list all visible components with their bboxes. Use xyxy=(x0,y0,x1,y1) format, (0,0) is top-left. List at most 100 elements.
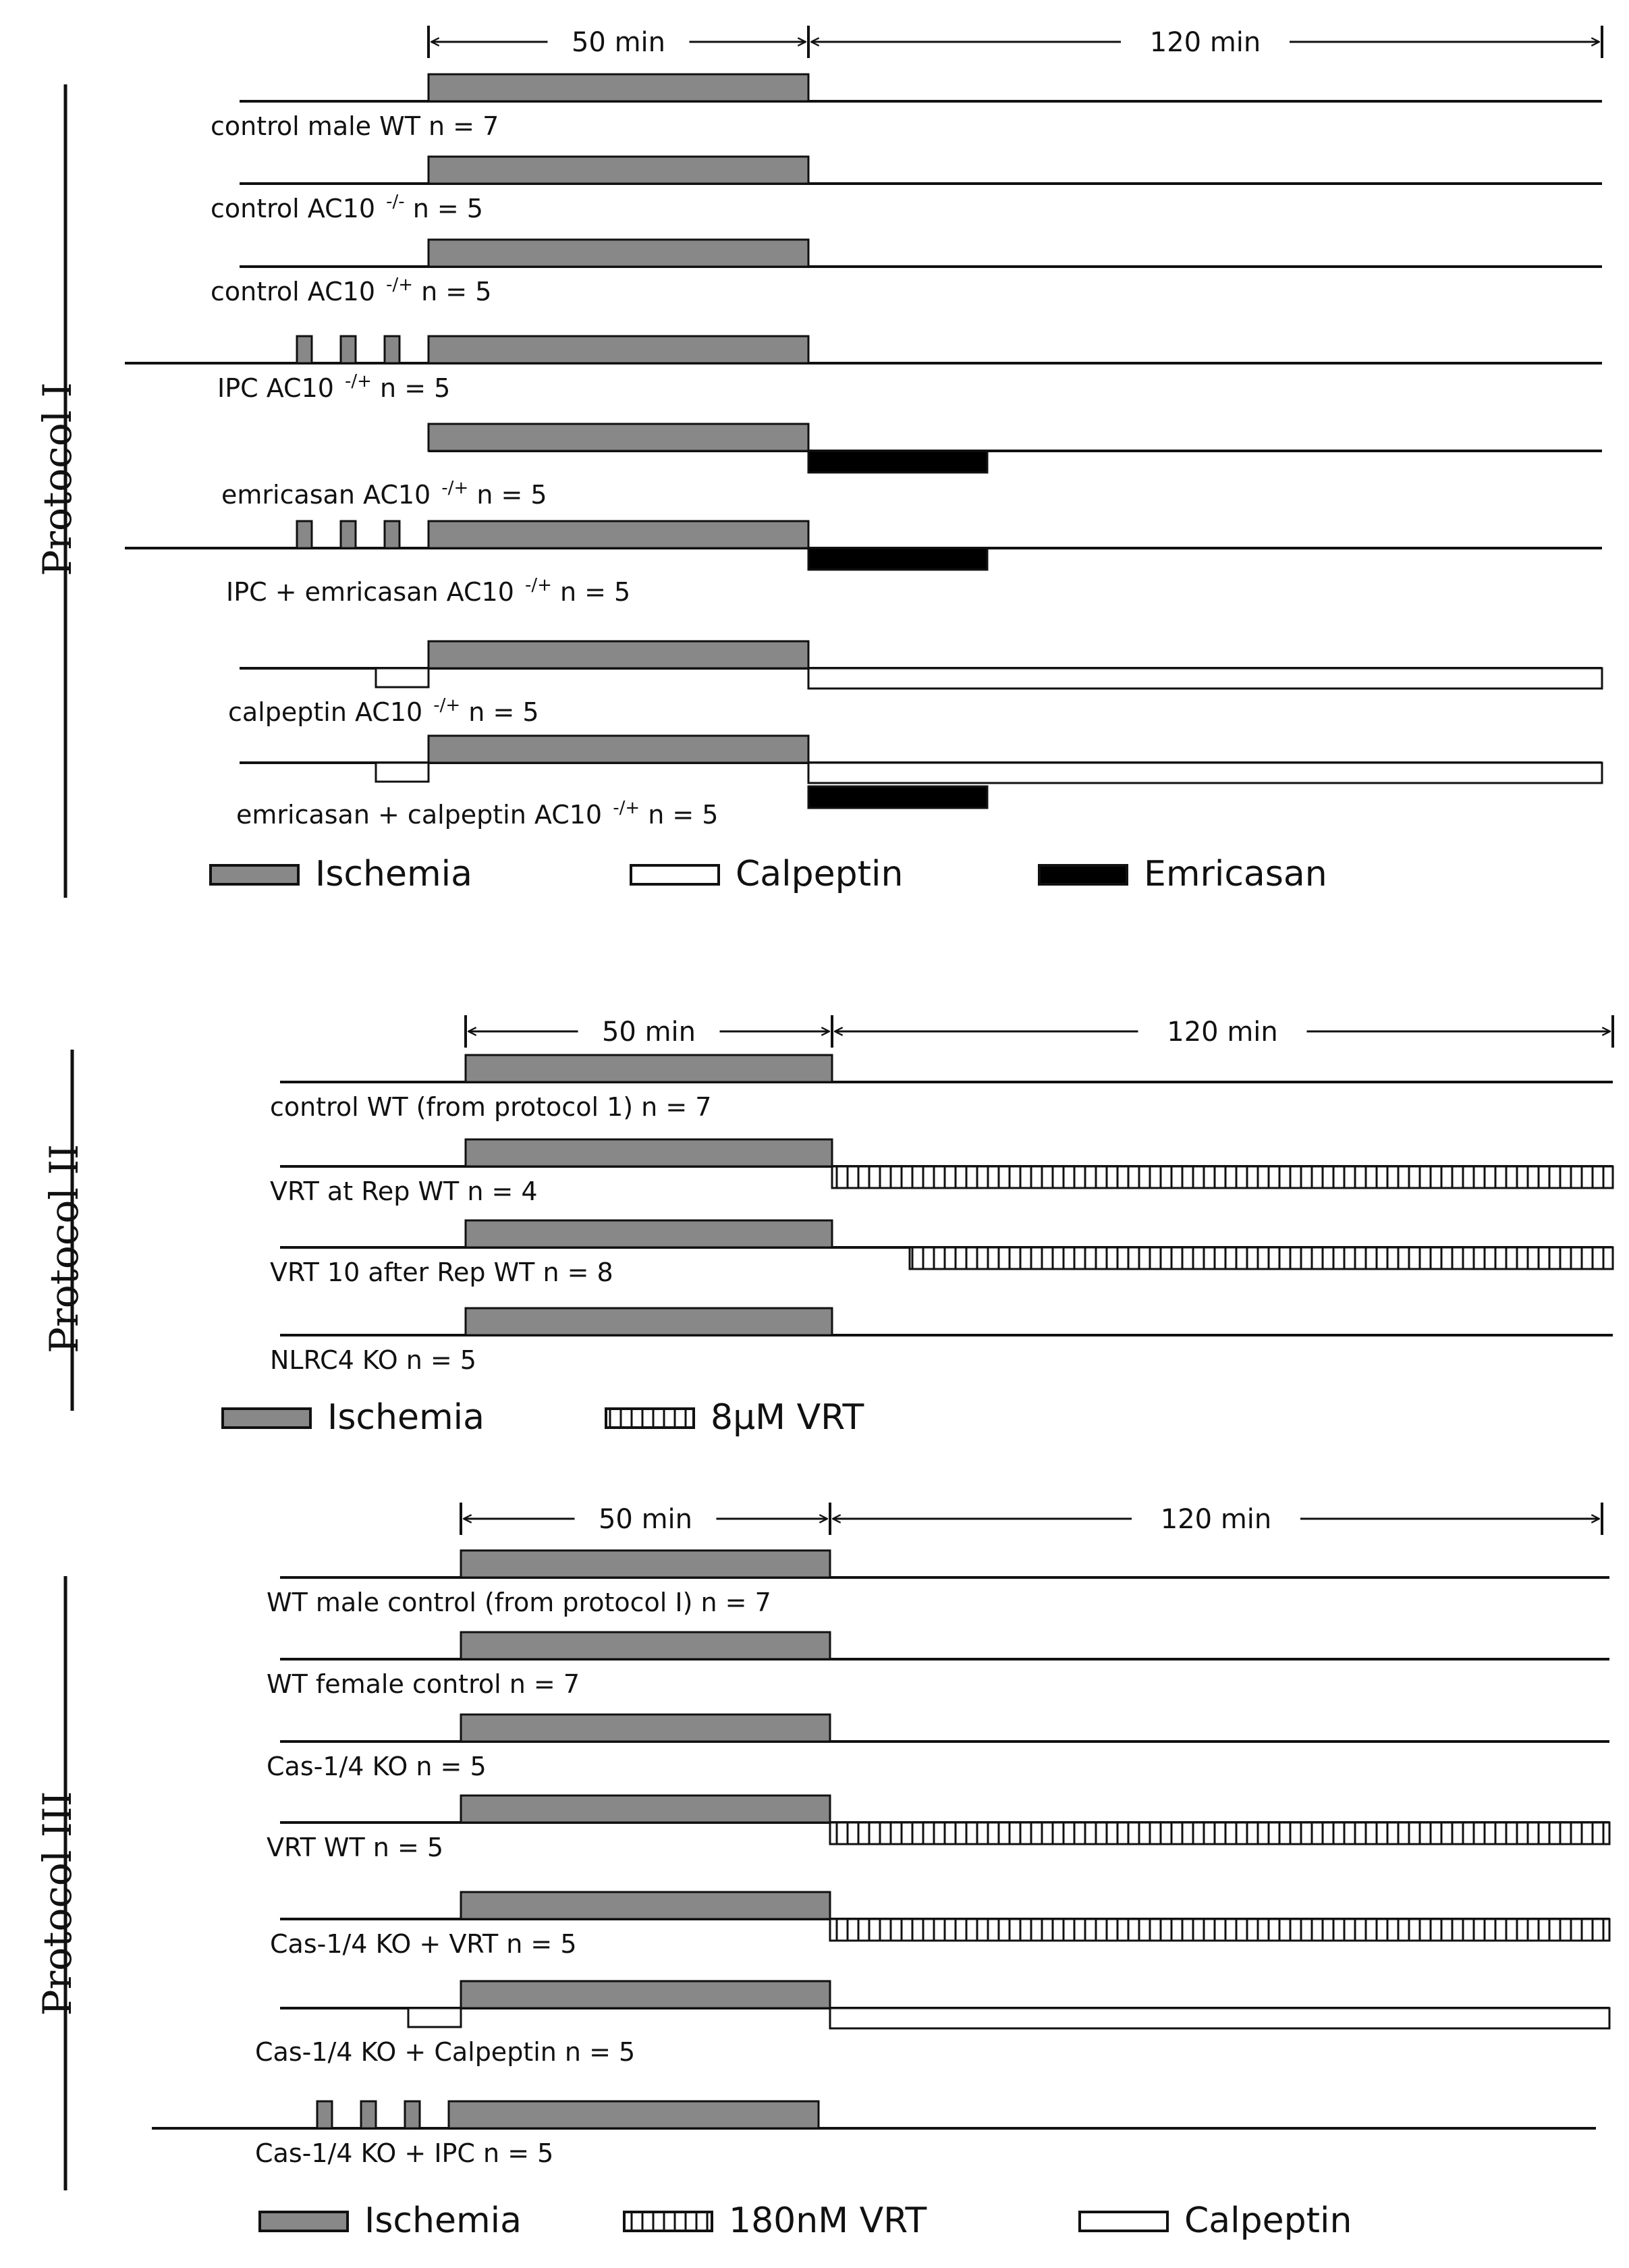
legend-label-calpeptin: Calpeptin xyxy=(1184,2200,1352,2241)
row-label: control AC10 -/- n = 5 xyxy=(211,192,483,223)
vrt-bar xyxy=(908,1246,1614,1270)
legend-swatch-ischemia xyxy=(258,2211,349,2232)
ischemia-bar xyxy=(464,1054,833,1083)
label-text: control AC10 xyxy=(211,277,383,306)
ipc-pulse-bar xyxy=(404,2100,421,2130)
ischemia-bar xyxy=(427,734,810,764)
row-label: WT female control n = 7 xyxy=(267,1669,580,1699)
label-text: calpeptin AC10 xyxy=(228,697,431,727)
ischemia-bar xyxy=(427,640,810,670)
label-text: Cas-1/4 KO + VRT n = 5 xyxy=(270,1929,577,1959)
reperfusion-duration-label: 120 min xyxy=(1167,1017,1278,1048)
ischemia-duration-label: 50 min xyxy=(602,1017,696,1048)
ischemia-bar xyxy=(427,520,810,549)
row-label: Cas-1/4 KO + VRT n = 5 xyxy=(270,1929,577,1959)
superscript: -/+ xyxy=(525,575,552,595)
protocol-row: calpeptin AC10 -/+ n = 5 xyxy=(228,640,1603,727)
label-text: WT male control (from protocol I) n = 7 xyxy=(267,1588,771,1617)
legend-label-vrt: 8μM VRT xyxy=(711,1397,864,1438)
legend-label-emricasan: Emricasan xyxy=(1144,854,1327,894)
protocol-row: emricasan AC10 -/+ n = 5 xyxy=(221,423,1602,510)
protocol-title: Protocol II xyxy=(41,1144,87,1353)
row-label: WT male control (from protocol I) n = 7 xyxy=(267,1588,771,1617)
label-text: n = 5 xyxy=(460,697,539,727)
legend-label-calpeptin: Calpeptin xyxy=(736,854,903,894)
label-text: n = 5 xyxy=(413,277,491,306)
protocol-row: NLRC4 KO n = 5 xyxy=(270,1307,1613,1375)
ischemia-bar xyxy=(427,423,810,452)
label-text: control WT (from protocol 1) n = 7 xyxy=(270,1092,711,1122)
calpeptin-bar xyxy=(807,667,1603,690)
label-text: VRT WT n = 5 xyxy=(267,1833,443,1862)
emricasan-bar xyxy=(807,450,989,474)
label-text: n = 5 xyxy=(468,480,547,510)
row-label: IPC AC10 -/+ n = 5 xyxy=(217,371,450,403)
vrt-bar xyxy=(829,1918,1611,1942)
ischemia-bar xyxy=(427,335,810,364)
superscript: -/+ xyxy=(433,695,460,716)
emricasan-bar xyxy=(807,785,989,809)
label-text: IPC + emricasan AC10 xyxy=(226,577,522,607)
reperfusion-duration-label: 120 min xyxy=(1150,27,1261,58)
protocol-row: Cas-1/4 KO + VRT n = 5 xyxy=(270,1891,1611,1959)
ischemia-bar xyxy=(460,1631,831,1660)
ipc-pulse-bar xyxy=(339,520,357,549)
calpeptin-pre-bar xyxy=(375,761,430,783)
label-text: VRT 10 after Rep WT n = 8 xyxy=(270,1258,613,1287)
ipc-pulse-bar xyxy=(383,335,401,364)
legend-swatch-ischemia xyxy=(221,1407,312,1429)
label-text: NLRC4 KO n = 5 xyxy=(270,1345,476,1375)
ipc-pulse-bar xyxy=(360,2100,377,2130)
ischemia-bar xyxy=(460,1794,831,1824)
protocol-row: Cas-1/4 KO + Calpeptin n = 5 xyxy=(255,1980,1611,2067)
row-label: Cas-1/4 KO n = 5 xyxy=(267,1752,487,1781)
label-text: n = 5 xyxy=(552,577,630,607)
legend-label-ischemia: Ischemia xyxy=(364,2200,522,2241)
protocol-row: control AC10 -/+ n = 5 xyxy=(211,238,1602,306)
ischemia-duration-label: 50 min xyxy=(599,1504,692,1535)
protocol-row: VRT 10 after Rep WT n = 8 xyxy=(270,1219,1614,1287)
calpeptin-bar xyxy=(807,761,1603,784)
ischemia-bar xyxy=(427,73,810,103)
row-label: emricasan AC10 -/+ n = 5 xyxy=(221,478,547,510)
protocol-2: Protocol II 50 min 120 min control WT (from… xyxy=(41,1015,1614,1438)
legend-swatch-calpeptin xyxy=(630,864,720,886)
protocol-row: VRT at Rep WT n = 4 xyxy=(270,1138,1614,1206)
ischemia-bar xyxy=(460,1549,831,1579)
vrt-bar xyxy=(831,1165,1614,1189)
legend-swatch-vrt xyxy=(623,2211,713,2232)
superscript: -/- xyxy=(386,192,405,212)
emricasan-bar xyxy=(807,547,989,571)
label-text: Cas-1/4 KO + IPC n = 5 xyxy=(255,2138,553,2168)
ischemia-bar xyxy=(460,1891,831,1920)
legend-swatch-vrt xyxy=(605,1407,695,1429)
legend-label-ischemia: Ischemia xyxy=(315,854,472,894)
ipc-pulse-bar xyxy=(339,335,357,364)
ipc-pulse-bar xyxy=(383,520,401,549)
protocol-title: Protocol III xyxy=(34,1791,80,2016)
superscript: -/+ xyxy=(345,371,372,392)
ischemia-bar xyxy=(460,1713,831,1743)
protocol-3: Protocol III 50 min 120 min WT male control… xyxy=(34,1503,1611,2241)
calpeptin-pre-bar xyxy=(407,2007,462,2028)
superscript: -/+ xyxy=(386,275,413,295)
label-text: IPC AC10 xyxy=(217,373,342,403)
label-text: emricasan + calpeptin AC10 xyxy=(236,800,610,830)
calpeptin-pre-bar xyxy=(375,667,430,688)
legend-label-ischemia: Ischemia xyxy=(327,1397,485,1438)
calpeptin-bar xyxy=(829,2007,1611,2030)
reperfusion-duration-label: 120 min xyxy=(1161,1504,1272,1535)
row-label: Cas-1/4 KO + Calpeptin n = 5 xyxy=(255,2037,635,2067)
label-text: n = 5 xyxy=(640,800,718,830)
ischemia-bar xyxy=(464,1138,833,1168)
protocol-row: control WT (from protocol 1) n = 7 xyxy=(270,1054,1613,1122)
ischemia-bar xyxy=(464,1219,833,1249)
ipc-pulse-bar xyxy=(316,2100,333,2130)
ischemia-bar xyxy=(447,2100,820,2130)
legend-swatch-calpeptin xyxy=(1078,2211,1169,2232)
protocol-row: IPC AC10 -/+ n = 5 xyxy=(125,335,1602,403)
label-text: n = 5 xyxy=(372,373,450,403)
label-text: Cas-1/4 KO n = 5 xyxy=(267,1752,487,1781)
